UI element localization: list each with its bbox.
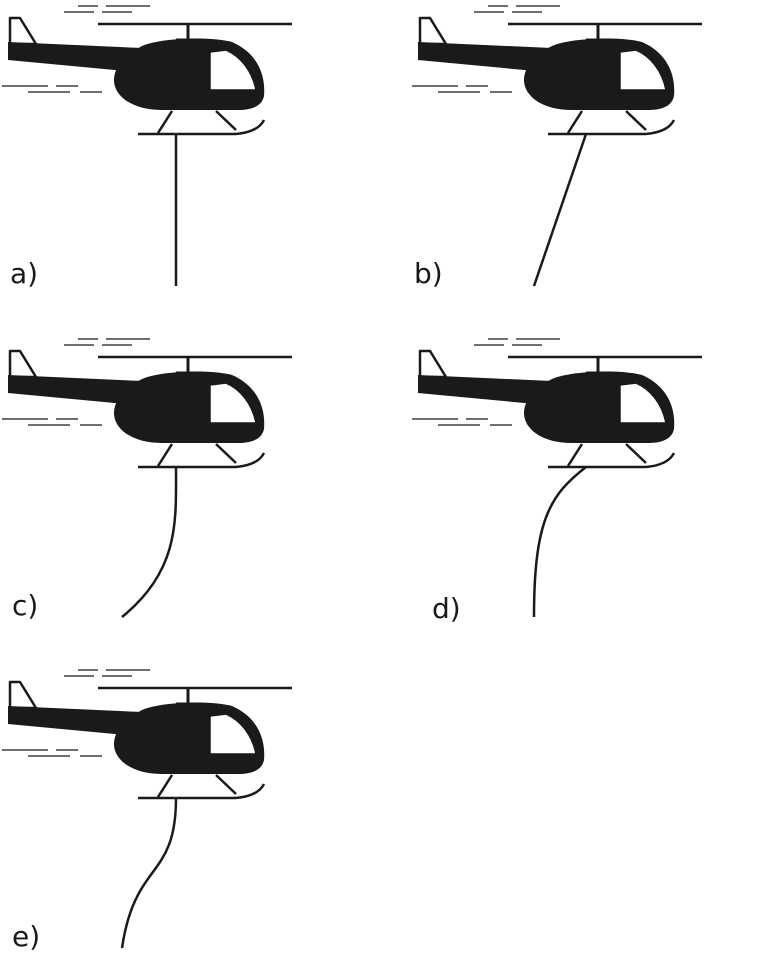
rope-d: [532, 466, 587, 618]
panel-label-a: a): [10, 257, 38, 290]
helicopter-icon: [0, 668, 294, 800]
helicopter-icon: [0, 4, 294, 136]
panel-label-c: c): [12, 589, 38, 622]
helicopter-icon: [0, 337, 294, 469]
rope-e: [120, 797, 178, 949]
panel-label-d: d): [432, 592, 461, 625]
rope-b: [532, 133, 588, 287]
panel-label-e: e): [12, 920, 40, 953]
helicopter-icon: [410, 337, 704, 469]
rope-c: [121, 466, 178, 618]
panel-b: b): [410, 4, 704, 290]
panel-d: d): [410, 337, 704, 625]
panel-c: c): [0, 337, 294, 622]
panel-a: a): [0, 4, 294, 290]
panel-e: e): [0, 668, 294, 953]
helicopter-icon: [410, 4, 704, 136]
panel-label-b: b): [414, 257, 443, 290]
